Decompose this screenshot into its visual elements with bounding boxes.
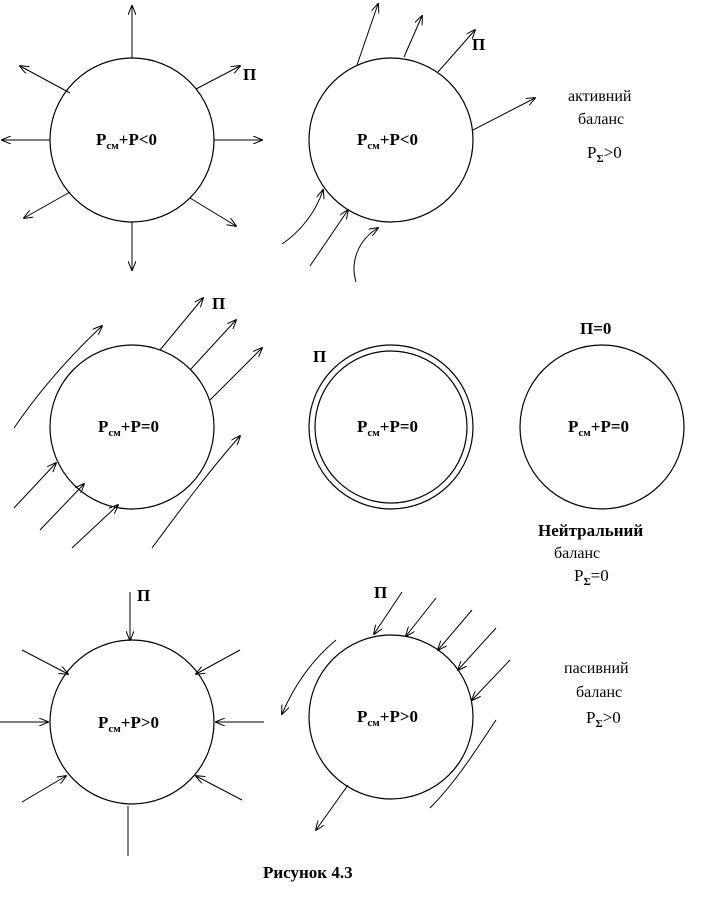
inflow-arrow <box>406 597 437 636</box>
outflow-arrow <box>159 298 203 351</box>
inflow-arrow <box>309 210 348 267</box>
active-line1: активний <box>568 88 632 105</box>
pi-label: П <box>313 347 326 366</box>
outflow-arrow <box>472 98 535 131</box>
pi-zero-label: П=0 <box>580 319 611 338</box>
outflow-arrow <box>209 348 262 401</box>
neutral-line1: Нейтральний <box>538 521 643 540</box>
circle-radial-inward-gt: Pсм+P>0 П <box>0 586 264 856</box>
neutral-balance-label: Нейтральний баланс PΣ=0 <box>538 521 643 588</box>
passive-line2: баланс <box>576 684 622 701</box>
inflow-arrow <box>39 484 84 531</box>
circle-radial-outward-lt: Pсм+P<0 П <box>2 6 262 270</box>
active-line2: баланс <box>578 111 624 128</box>
inward-arrow <box>21 776 66 803</box>
outward-arrow <box>195 66 240 90</box>
formula-label: Pсм+P=0 <box>357 417 418 439</box>
formula-label: Pсм+P<0 <box>357 130 418 152</box>
pi-label: П <box>374 583 387 602</box>
sigma-formula: PΣ>0 <box>587 143 622 165</box>
inflow-arrow <box>374 591 403 634</box>
outflow-arrow <box>356 4 378 66</box>
circle-flow-through-gt: Pсм+P>0 П <box>282 583 511 830</box>
pi-label: П <box>137 586 150 605</box>
sphere-circle-outer <box>308 344 474 510</box>
outward-arrow <box>24 191 71 218</box>
sphere-circle <box>308 57 474 223</box>
sigma-formula: PΣ>0 <box>586 708 621 730</box>
inflow-arrow <box>281 190 323 245</box>
inward-arrow <box>21 649 68 674</box>
sphere-circle <box>308 634 474 800</box>
pi-label: П <box>472 35 485 54</box>
tangent-flow-arrow <box>429 719 497 809</box>
tangent-flow-arrow <box>282 639 337 714</box>
formula-label: Pсм+P>0 <box>98 713 159 735</box>
outflow-arrow <box>189 320 236 371</box>
formula-label: Pсм+P>0 <box>357 707 418 729</box>
circle-isolated-eq: Pсм+P=0 П=0 <box>519 319 685 510</box>
sphere-circle-inner <box>314 350 468 504</box>
formula-label: Pсм+P<0 <box>96 130 157 152</box>
formula-label: Pсм+P=0 <box>568 417 629 439</box>
outflow-arrow <box>437 30 475 73</box>
sphere-circle <box>519 344 685 510</box>
active-balance-label: активний баланс PΣ>0 <box>568 88 632 165</box>
tangent-flow-arrow <box>151 436 240 549</box>
circle-flow-through-eq: Pсм+P=0 П <box>13 294 262 549</box>
sigma-formula: PΣ=0 <box>574 566 609 588</box>
outward-arrow <box>189 197 236 226</box>
inflow-arrow <box>13 463 56 509</box>
formula-label: Pсм+P=0 <box>98 417 159 439</box>
outflow-arrow <box>403 16 422 58</box>
tangent-flow-arrow <box>13 326 102 429</box>
inflow-arrow <box>353 228 378 283</box>
circle-flow-through-lt: Pсм+P<0 П <box>281 4 535 283</box>
outflow-arrow <box>316 784 349 830</box>
pi-label: П <box>212 294 225 313</box>
inward-arrow <box>196 649 241 674</box>
passive-balance-label: пасивний баланс PΣ>0 <box>564 660 629 730</box>
neutral-line2: баланс <box>554 545 600 562</box>
figure-caption: Рисунок 4.3 <box>263 863 353 882</box>
circle-closed-flow-eq: Pсм+P=0 П <box>308 344 474 510</box>
outward-arrow <box>20 66 71 94</box>
pi-label: П <box>243 65 256 84</box>
passive-line1: пасивний <box>564 660 629 677</box>
inflow-arrow <box>458 627 497 670</box>
inflow-arrow <box>438 609 473 650</box>
inflow-arrow <box>71 505 118 549</box>
sphere-circle <box>49 344 215 510</box>
inflow-arrow <box>472 659 511 700</box>
inward-arrow <box>196 776 243 801</box>
